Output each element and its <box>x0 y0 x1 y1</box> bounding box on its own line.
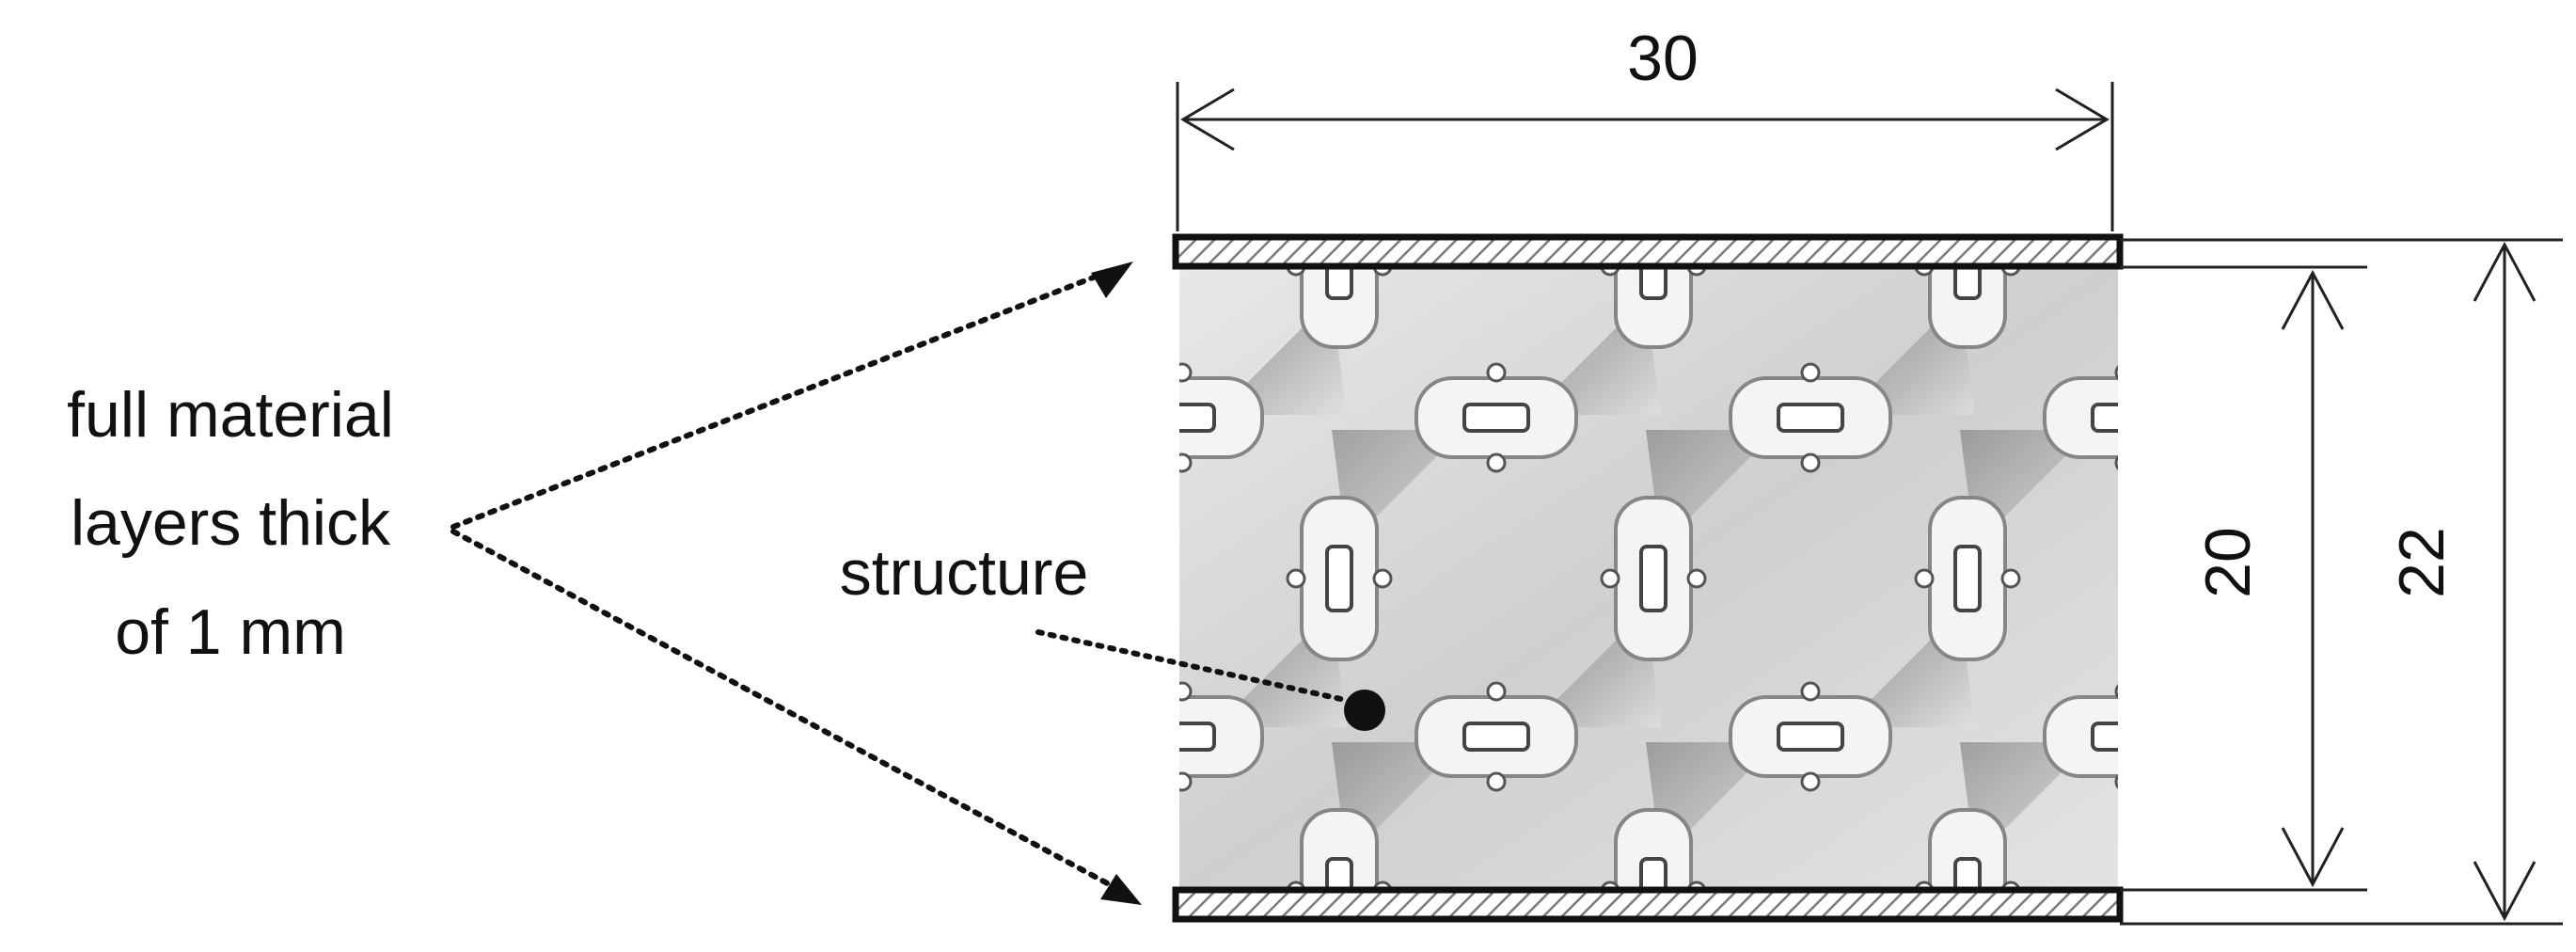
face-layer-label-line3: of 1 mm <box>115 596 346 668</box>
core-node <box>1179 452 1193 473</box>
core-vertical-strut <box>1300 808 1379 890</box>
bottom-layer-arrowhead <box>1100 874 1142 905</box>
core-node <box>1286 568 1306 589</box>
inner-height-dimension <box>2120 265 2367 892</box>
core-strut-slot <box>1325 545 1353 612</box>
core-strut-slot <box>2091 403 2118 433</box>
core-node <box>2000 568 2021 589</box>
core-vertical-strut <box>1928 266 2007 349</box>
core-strut-slot <box>1639 545 1667 612</box>
core-strut-slot <box>1777 403 1844 433</box>
face-layer-label-line2: layers thick <box>71 487 391 559</box>
width-dimension <box>1176 82 2114 231</box>
core-strut-slot <box>1179 403 1216 433</box>
core-node <box>1800 681 1821 702</box>
core-node <box>1800 452 1821 473</box>
core-node <box>1486 771 1507 792</box>
lattice-core-structure <box>1179 266 2118 890</box>
core-node <box>1486 362 1507 383</box>
bottom-face-layer <box>1172 886 2124 923</box>
structure-leader <box>1035 629 1348 703</box>
core-node <box>2114 455 2118 470</box>
core-node <box>1372 568 1393 589</box>
structure-marker-dot <box>1344 690 1385 731</box>
core-strut-slot <box>1777 722 1844 752</box>
core-strut-slot <box>1325 266 1353 300</box>
core-node <box>1179 362 1193 383</box>
core-strut-slot <box>2091 722 2118 752</box>
structure-label: structure <box>840 537 1089 609</box>
top-layer-arrowhead <box>1091 262 1133 298</box>
total-height-value: 22 <box>2386 527 2457 598</box>
core-horizontal-strut <box>2043 695 2118 778</box>
core-vertical-strut <box>1300 266 1379 349</box>
lattice-cells <box>1179 266 2118 890</box>
top-face-layer <box>1172 233 2124 270</box>
core-strut-slot <box>1953 266 1982 300</box>
width-value: 30 <box>1627 23 1699 94</box>
core-node <box>1179 681 1193 702</box>
core-strut-slot <box>1639 857 1667 890</box>
core-node <box>2114 774 2118 789</box>
core-node <box>1179 771 1193 792</box>
inner-height-value: 20 <box>2192 527 2264 598</box>
core-strut-slot <box>1462 403 1530 433</box>
structure-callout: structure <box>840 537 1385 731</box>
core-strut-slot <box>1639 266 1667 300</box>
core-node <box>1914 568 1935 589</box>
face-layer-label-line1: full material <box>67 379 394 451</box>
total-height-dimension <box>2120 238 2563 926</box>
core-vertical-strut <box>1614 266 1693 349</box>
core-node <box>2114 684 2118 699</box>
core-vertical-strut <box>1928 808 2007 890</box>
face-layer-callout: full material layers thick of 1 mm <box>67 262 1142 905</box>
core-node <box>1686 568 1707 589</box>
core-node <box>1600 568 1620 589</box>
core-strut-slot <box>1953 545 1982 612</box>
core-strut-slot <box>1325 857 1353 890</box>
core-strut-slot <box>1179 722 1216 752</box>
core-node <box>1486 452 1507 473</box>
core-strut-slot <box>1953 857 1982 890</box>
core-strut-slot <box>1462 722 1530 752</box>
top-layer-leader <box>450 272 1103 530</box>
core-node <box>2114 365 2118 380</box>
bottom-layer-leader <box>450 529 1115 889</box>
core-node <box>1800 362 1821 383</box>
core-node <box>1486 681 1507 702</box>
core-node <box>1800 771 1821 792</box>
core-vertical-strut <box>1614 808 1693 890</box>
core-horizontal-strut <box>2043 376 2118 459</box>
